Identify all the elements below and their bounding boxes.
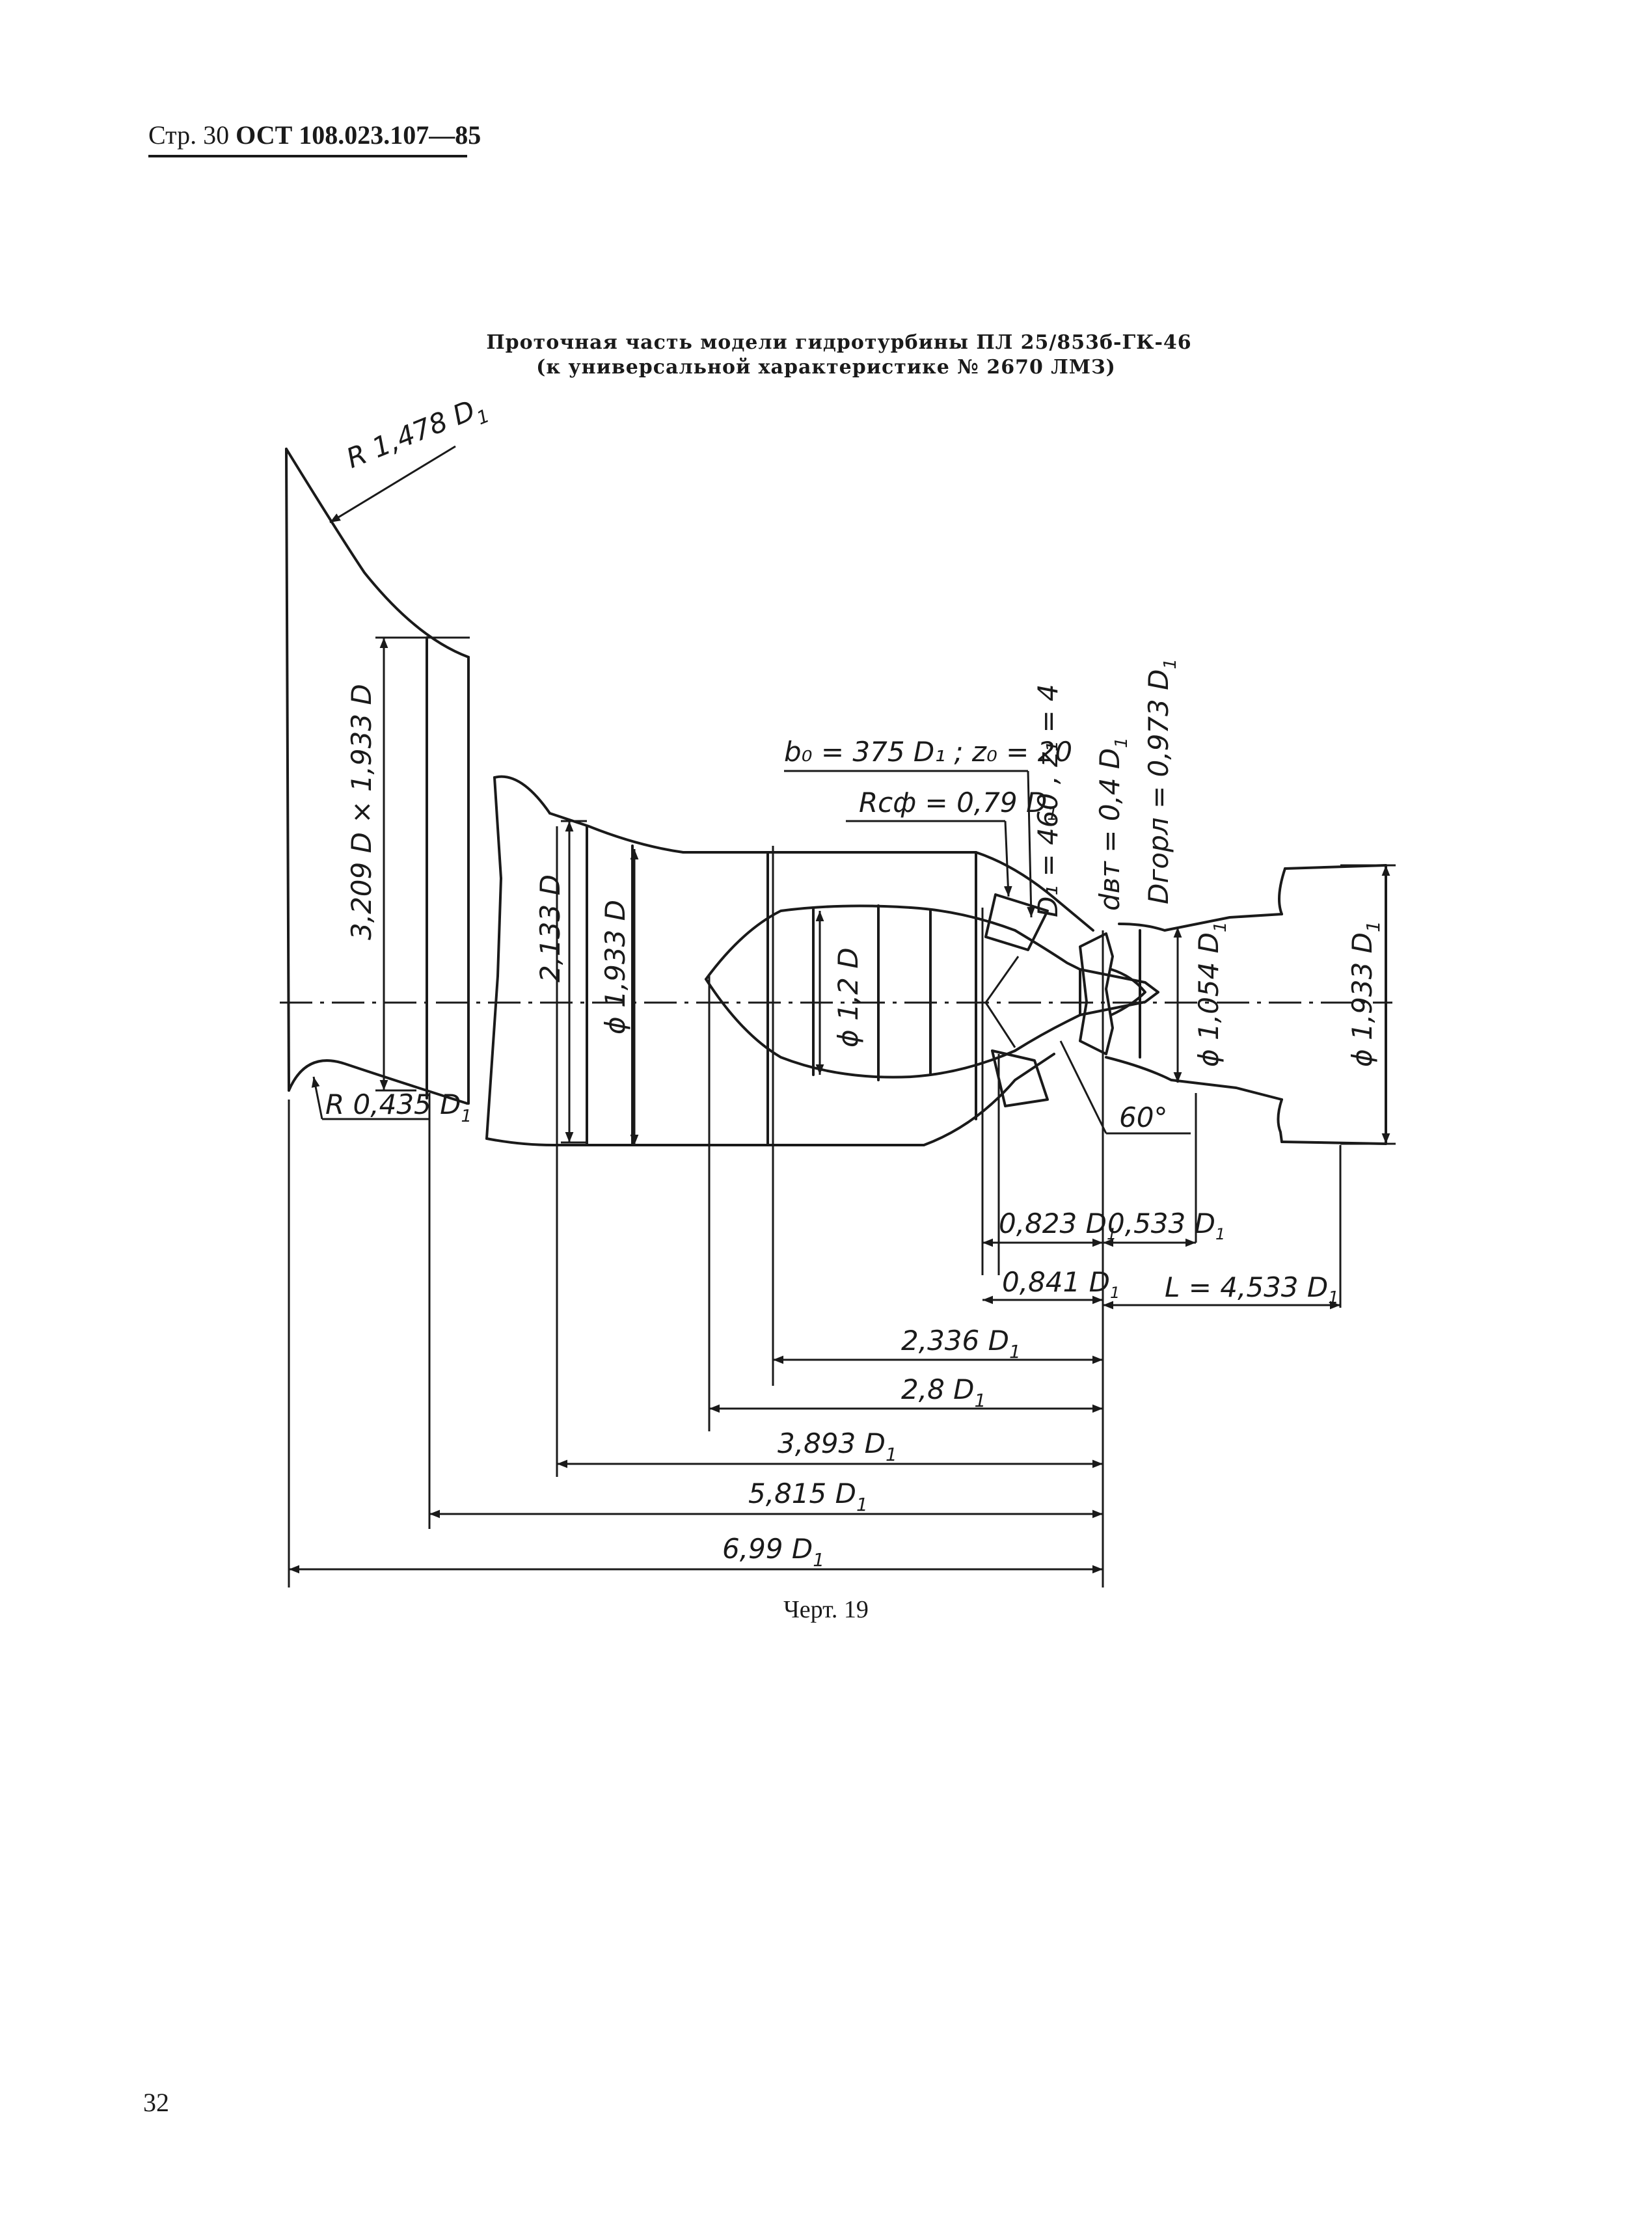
- stay-ring-top: [493, 775, 551, 815]
- draft-tube-bottom: [1105, 1056, 1283, 1101]
- flow-outline: [285, 448, 1387, 1146]
- label-2133: 2,133 D: [534, 874, 566, 982]
- guide-body-lower: [705, 978, 1016, 1079]
- label-5815: 5,815 D1: [748, 1478, 868, 1515]
- label-L: L = 4,533 D1: [1165, 1271, 1339, 1308]
- stay-ring-left-mid: [496, 877, 502, 977]
- standard-number: ОСТ 108.023.107—85: [236, 120, 481, 150]
- label-r-bottom: R 0,435 D1: [325, 1088, 472, 1126]
- leader-r-bottom: [311, 1076, 323, 1120]
- runner-nose: [1110, 968, 1146, 1016]
- label-1933-right: ϕ 1,933 D1: [1346, 921, 1384, 1067]
- label-inlet-section: 3,209 D × 1,933 D: [345, 684, 377, 940]
- guide-vane-bottom: [991, 1049, 1049, 1107]
- label-1933-left: ϕ 1,933 D: [599, 900, 631, 1034]
- upper-contour: [548, 812, 1094, 932]
- page-label: Стр. 30: [148, 120, 230, 150]
- label-hub: dвт = 0,4 D1: [1094, 737, 1131, 911]
- dimension-labels: R 1,478 D1 R 0,435 D1 3,209 D × 1,933 D …: [325, 390, 1384, 1571]
- label-throat: Dгорл = 0,973 D1: [1143, 658, 1180, 904]
- outlet-left: [1277, 867, 1286, 1143]
- label-0533: 0,533 D1: [1107, 1208, 1225, 1243]
- label-28: 2,8 D1: [901, 1373, 986, 1411]
- runner-blade: [1079, 932, 1114, 1055]
- inlet-top-curve: [285, 448, 470, 658]
- label-b0-z0: b₀ = 375 D₁ ; z₀ = 20: [784, 736, 1072, 768]
- label-angle: 60°: [1119, 1101, 1167, 1133]
- inlet-left-edge: [285, 448, 290, 1092]
- title-line-1: Проточная часть модели гидротурбины ПЛ 2…: [486, 331, 1192, 354]
- label-12: ϕ 1,2 D: [832, 947, 864, 1047]
- page-header: Стр. 30 ОСТ 108.023.107—85: [148, 120, 481, 151]
- label-d1-z1: D₁ = 460 , z₁ = 4: [1032, 684, 1064, 917]
- header-underline: [148, 155, 467, 157]
- figure-caption: Черт. 19: [783, 1596, 869, 1623]
- drawing-title: Проточная часть модели гидротурбины ПЛ 2…: [0, 331, 1652, 380]
- label-699: 6,99 D1: [722, 1533, 824, 1571]
- dimension-lines: [288, 445, 1396, 1587]
- stay-ring-bottom: [485, 1137, 554, 1146]
- label-3893: 3,893 D1: [778, 1427, 897, 1465]
- page-number: 32: [143, 2088, 169, 2117]
- label-1054: ϕ 1,054 D1: [1193, 921, 1230, 1067]
- title-line-2: (к универсальной характеристике № 2670 Л…: [536, 356, 1116, 379]
- label-0841: 0,841 D1: [1002, 1266, 1120, 1302]
- guide-body-upper: [705, 904, 1016, 980]
- leader-r-top: [329, 445, 456, 524]
- lower-contour: [552, 1053, 1055, 1146]
- hub-lower: [1014, 1014, 1081, 1052]
- label-r-top: R 1,478 D1: [342, 390, 493, 480]
- inlet-bottom-curve: [288, 1059, 468, 1105]
- label-0823: 0,823 D1: [999, 1208, 1117, 1243]
- label-2336: 2,336 D1: [901, 1325, 1021, 1362]
- leader-60: [1059, 1040, 1107, 1134]
- hub-upper: [1014, 929, 1081, 971]
- draft-tube-top: [1118, 913, 1283, 932]
- label-rsph: Rсф = 0,79 D1: [859, 787, 1058, 824]
